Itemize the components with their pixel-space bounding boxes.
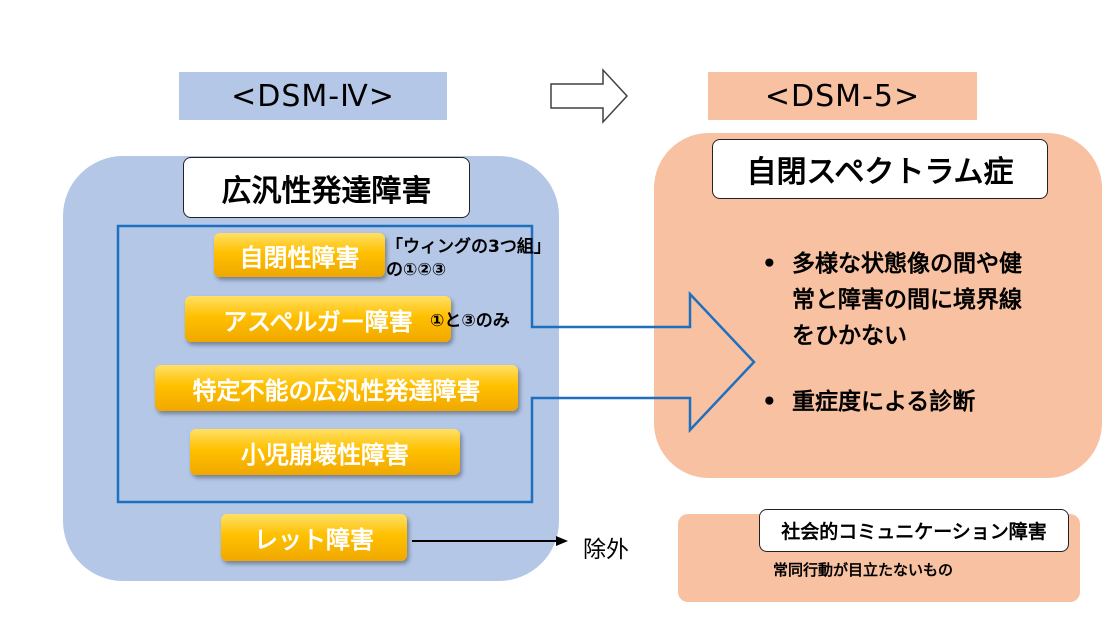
wing-triad-note-line1: 「ウィングの3つ組」 [386, 237, 551, 257]
scd-description: 常同行動が目立たないもの [773, 561, 954, 579]
asperger-note: ①と③のみ [430, 311, 510, 331]
exclude-arrow-head-icon [556, 536, 568, 546]
asd-title: 自閉スペクトラム症 [712, 139, 1048, 199]
asd-bullet-list: • 多様な状態像の間や健 常と障害の間に境界線 をひかない • 重症度による診断 [762, 246, 1082, 420]
bullet-line: 常と障害の間に境界線 [792, 287, 1022, 313]
bullet-item: • 重症度による診断 [762, 384, 1082, 420]
pdd-title: 広汎性発達障害 [183, 157, 470, 218]
dsm4-header: <DSM-Ⅳ> [179, 72, 447, 120]
bullet-item: • 多様な状態像の間や健 常と障害の間に境界線 をひかない [762, 246, 1082, 354]
merge-arrow-outline [116, 224, 756, 504]
rett-disorder-box: レット障害 [221, 514, 407, 561]
bullet-line: 重症度による診断 [792, 389, 976, 415]
asperger-disorder-box: アスペルガー障害 [185, 296, 451, 342]
dsm5-header: <DSM-5> [708, 72, 977, 120]
bullet-dot-icon: • [762, 389, 777, 415]
wing-triad-note-line2: の①②③ [386, 260, 447, 280]
header-arrow-icon [550, 68, 629, 124]
exclude-label: 除外 [583, 537, 629, 563]
autistic-disorder-box: 自閉性障害 [214, 233, 385, 277]
bullet-line: 多様な状態像の間や健 [792, 251, 1022, 277]
bullet-line: をひかない [792, 323, 907, 349]
bullet-dot-icon: • [762, 251, 777, 277]
cdd-box: 小児崩壊性障害 [190, 429, 460, 475]
scd-title: 社会的コミュニケーション障害 [759, 509, 1069, 552]
pdd-nos-box: 特定不能の広汎性発達障害 [155, 365, 518, 411]
wing-triad-note: 「ウィングの3つ組」 の①②③ [386, 236, 551, 282]
